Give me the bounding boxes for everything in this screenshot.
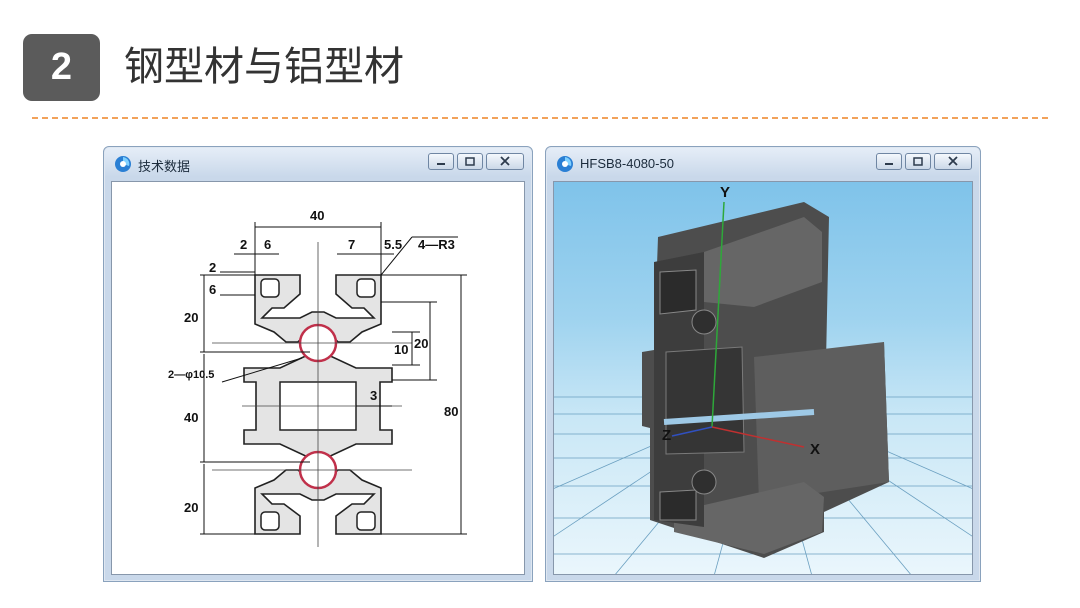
maximize-button[interactable] [905,153,931,170]
dim-v40: 40 [184,410,198,425]
slot-square [356,278,376,298]
dim-3: 3 [370,388,377,403]
slot-square [260,278,280,298]
dim-v20-right: 20 [414,336,428,351]
minimize-button[interactable] [876,153,902,170]
dim-2: 2 [240,237,247,252]
profile-technical-drawing: 40 2 6 7 5.5 4—R3 2 6 20 2—φ10.5 40 20 1… [168,208,467,547]
dimension-lines [200,222,467,535]
extrusion-body [642,202,889,558]
close-button[interactable] [934,153,972,170]
minimize-icon [437,163,445,165]
dim-v20-top: 20 [184,310,198,325]
tech-data-window[interactable]: 技术数据 [103,146,533,582]
axis-y-label: Y [720,184,730,201]
slide-number: 2 [50,46,73,88]
minimize-icon [885,163,893,165]
maximize-icon [913,157,923,166]
window-title: HFSB8-4080-50 [580,156,674,171]
close-icon [948,156,958,166]
slide-number-badge: 2 [23,34,100,101]
app-logo-icon [115,156,131,172]
window-titlebar[interactable]: 技术数据 [104,147,532,181]
axis-z-label: Z [662,427,671,444]
slot-square [260,511,280,531]
dim-v80: 80 [444,404,458,419]
maximize-button[interactable] [457,153,483,170]
close-button[interactable] [486,153,524,170]
dim-radius: 4—R3 [418,237,455,252]
app-logo-icon [557,156,573,172]
model-3d-window[interactable]: HFSB8-4080-50 [545,146,981,582]
maximize-icon [465,157,475,166]
3d-viewport[interactable]: Y X Z [553,181,973,575]
dim-width-40: 40 [310,208,324,223]
dim-6: 6 [264,237,271,252]
axis-lines [671,201,805,448]
slide-title: 钢型材与铝型材 [124,44,404,90]
window-titlebar[interactable]: HFSB8-4080-50 [546,147,980,181]
profile-3d-model: Y X Z [554,184,972,574]
dashed-divider [32,117,1048,119]
dim-7: 7 [348,237,355,252]
close-icon [500,156,510,166]
dim-v20-bottom: 20 [184,500,198,515]
axis-x-label: X [810,441,820,458]
dim-5-5: 5.5 [384,237,402,252]
drawing-viewport[interactable]: 40 2 6 7 5.5 4—R3 2 6 20 2—φ10.5 40 20 1… [111,181,525,575]
dim-v10: 10 [394,342,408,357]
dim-v6: 6 [209,282,216,297]
dim-hole-diameter: 2—φ10.5 [168,369,214,381]
dim-v2: 2 [209,260,216,275]
slot-square [356,511,376,531]
minimize-button[interactable] [428,153,454,170]
window-title: 技术数据 [138,159,191,174]
